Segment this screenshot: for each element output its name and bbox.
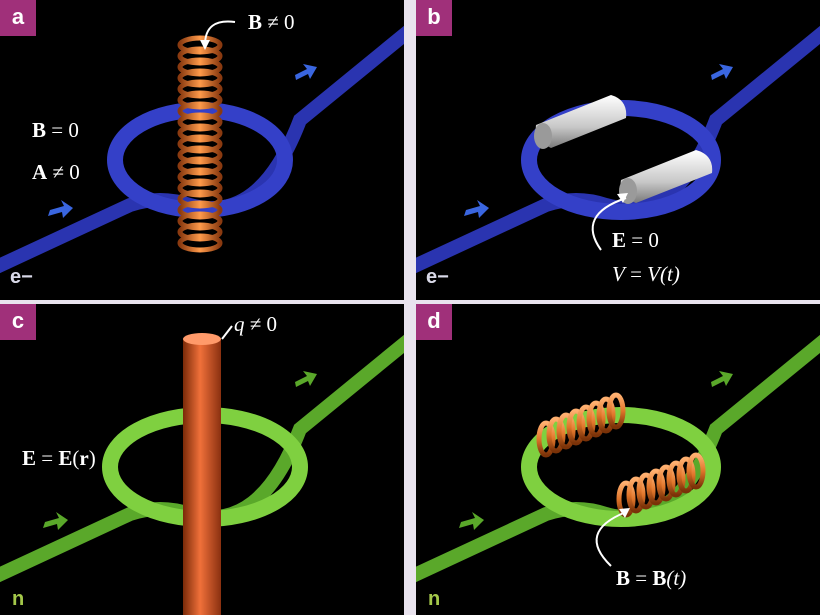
pointer-arrowhead — [200, 40, 210, 50]
panel-badge: d — [416, 304, 452, 340]
panel-c-art — [0, 325, 404, 615]
particle-label: n — [12, 588, 25, 610]
panel-d: d B = B(t) n — [416, 304, 820, 615]
panel-badge: b — [416, 0, 452, 36]
panel-badge: c — [0, 304, 36, 340]
panel-d-art — [416, 334, 820, 583]
field-label-b-t: B = B(t) — [616, 566, 687, 590]
charged-rod — [183, 333, 221, 615]
panel-a-art — [0, 20, 404, 274]
pointer-arrowhead — [619, 508, 630, 518]
field-label-b-nonzero: B ≠ 0 — [248, 10, 295, 34]
arrow-icon — [48, 200, 73, 218]
solenoid-upper — [536, 392, 626, 458]
arrow-icon — [295, 64, 317, 80]
particle-label: e− — [426, 266, 449, 288]
field-label-a-nonzero: A ≠ 0 — [32, 160, 80, 184]
arrow-icon — [459, 512, 484, 530]
panel-badge: a — [0, 0, 36, 36]
pointer-arrowhead — [617, 193, 628, 203]
field-label-b-zero: B = 0 — [32, 118, 79, 142]
pointer-line — [221, 325, 233, 340]
arrow-icon — [464, 200, 489, 218]
potential-label: V = V(t) — [612, 262, 680, 286]
arrow-icon — [711, 64, 733, 80]
arrow-icon — [711, 371, 733, 387]
arrow-icon — [43, 512, 68, 530]
drift-tube-upper — [534, 95, 627, 149]
pointer-line — [595, 511, 627, 567]
panel-b-art — [416, 25, 820, 274]
particle-label: e− — [10, 266, 33, 288]
interferometer-ring — [107, 102, 293, 218]
arrow-icon — [295, 371, 317, 387]
field-label-e-r: E = E(r) — [22, 446, 96, 470]
pointer-line — [591, 197, 627, 251]
field-label-e-zero: E = 0 — [612, 228, 659, 252]
panel-c: c q ≠ 0 E = E(r) n — [0, 304, 404, 615]
neutron-beam-path — [416, 334, 820, 583]
solenoid-coil — [177, 35, 223, 253]
charge-label: q ≠ 0 — [234, 312, 278, 336]
panel-b: b E = 0 V = V(t) e− — [416, 0, 820, 300]
panel-a: a B ≠ 0 B = 0 A ≠ 0 e− — [0, 0, 404, 300]
particle-label: n — [428, 588, 441, 610]
